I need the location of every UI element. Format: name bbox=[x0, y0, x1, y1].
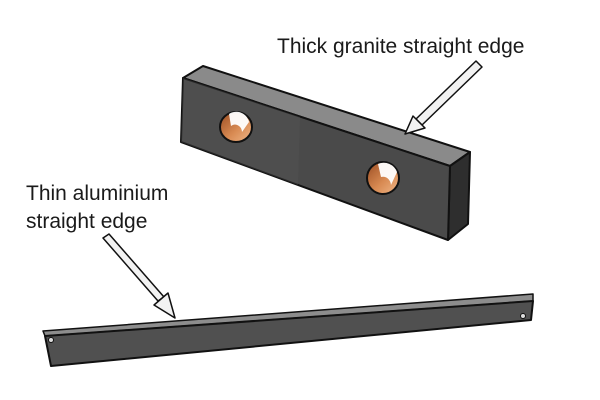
label-aluminium-straight-edge-line2: straight edge bbox=[26, 210, 148, 233]
granite-hole-left bbox=[219, 111, 253, 143]
aluminium-hole-left bbox=[48, 337, 54, 343]
aluminium-straight-edge bbox=[42, 293, 534, 367]
arrow-aluminium bbox=[102, 233, 176, 319]
label-aluminium-straight-edge-line1: Thin aluminium bbox=[26, 182, 169, 205]
arrow-granite bbox=[404, 60, 483, 135]
aluminium-front-face bbox=[44, 300, 534, 367]
granite-hole-right bbox=[366, 161, 400, 195]
aluminium-hole-right bbox=[520, 313, 526, 319]
label-granite-straight-edge: Thick granite straight edge bbox=[277, 35, 525, 58]
granite-side-face bbox=[447, 151, 471, 241]
granite-straight-edge bbox=[180, 65, 471, 241]
